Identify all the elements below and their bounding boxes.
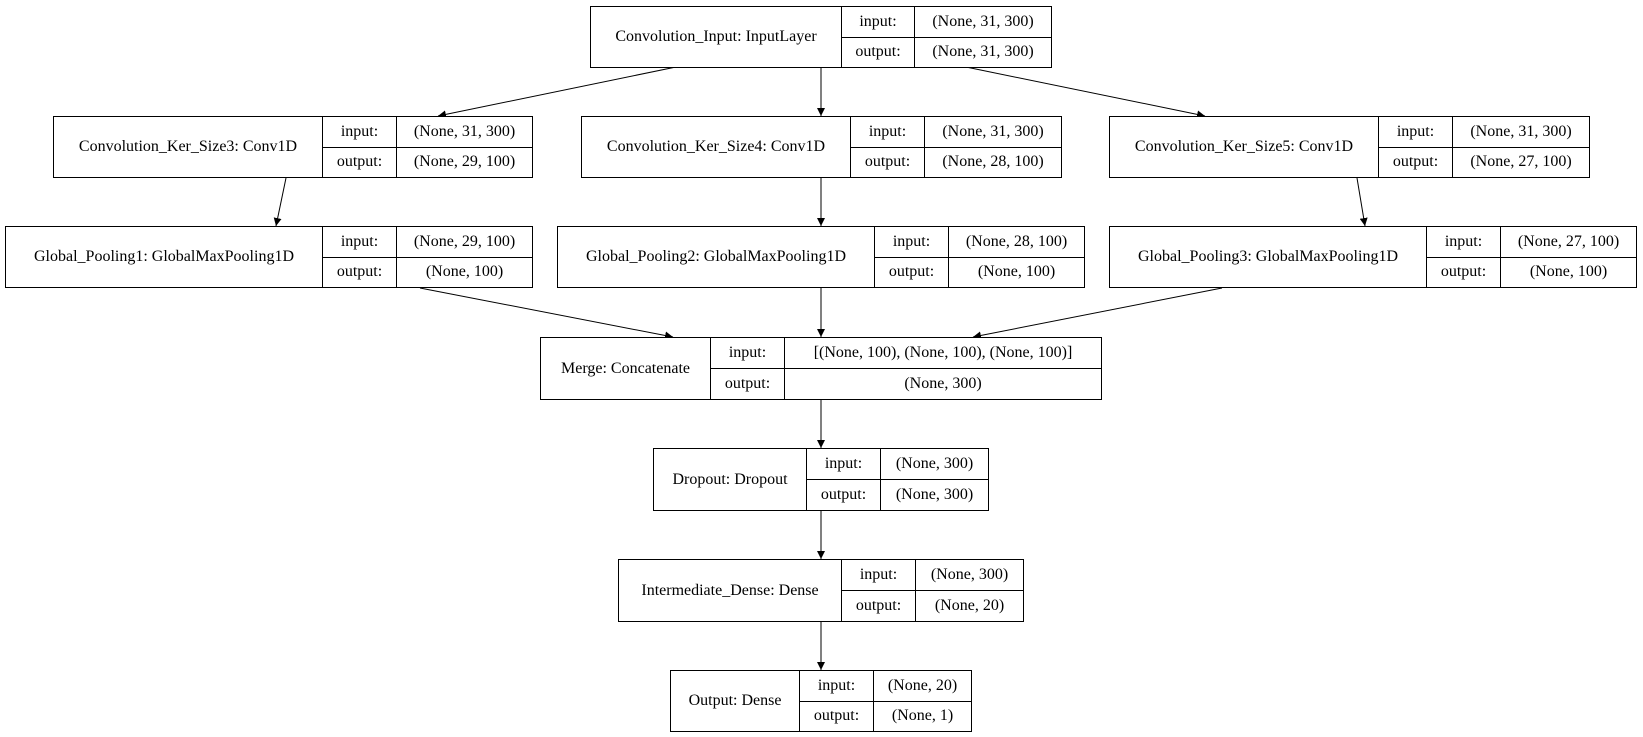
node-name: Convolution_Ker_Size4: Conv1D [582,117,851,177]
node-conv-ker-size4: Convolution_Ker_Size4: Conv1D input: outp… [581,116,1062,178]
input-shape: (None, 20) [874,671,971,702]
node-name: Global_Pooling1: GlobalMaxPooling1D [6,227,323,287]
node-conv-ker-size5: Convolution_Ker_Size5: Conv1D input: outp… [1109,116,1590,178]
node-name: Global_Pooling2: GlobalMaxPooling1D [558,227,875,287]
input-label: input: [851,117,924,148]
output-label: output: [855,43,901,61]
input-shape: (None, 300) [916,560,1023,591]
output-shape: (None, 29, 100) [413,153,516,171]
input-label: input: [842,7,914,38]
node-name: Merge: Concatenate [541,338,711,399]
node-dropout: Dropout: Dropout input: output: (None, 30… [653,448,989,511]
output-shape: (None, 100) [425,263,504,281]
input-shape: (None, 31, 300) [925,117,1061,148]
output-shape: (None, 1) [891,707,954,725]
input-shape: (None, 31, 300) [1453,117,1589,148]
input-shape: (None, 31, 300) [397,117,532,148]
input-label: input: [807,449,880,480]
input-label: input: [711,338,784,369]
output-label: output: [336,153,383,171]
node-name: Global_Pooling3: GlobalMaxPooling1D [1110,227,1427,287]
node-global-pooling2: Global_Pooling2: GlobalMaxPooling1D inpu… [557,226,1085,288]
node-output-dense: Output: Dense input: output: (None, 20) (N… [670,670,972,732]
output-shape: (None, 300) [904,375,982,392]
node-global-pooling3: Global_Pooling3: GlobalMaxPooling1D inpu… [1109,226,1637,288]
input-label: input: [875,227,948,258]
input-shape: [(None, 100), (None, 100), (None, 100)] [785,338,1101,369]
input-label: input: [323,117,396,148]
input-label: input: [1427,227,1500,258]
output-label: output: [888,263,935,281]
node-conv-ker-size3: Convolution_Ker_Size3: Conv1D input: outp… [53,116,533,178]
node-merge-concatenate: Merge: Concatenate input: output: [(None,… [540,337,1102,400]
node-name: Intermediate_Dense: Dense [619,560,842,621]
edge-conv5-to-pool3 [1356,177,1368,227]
edge-input-to-conv5 [965,66,1206,119]
node-name: Dropout: Dropout [654,449,807,510]
output-label: output: [724,375,771,392]
edge-pool1-to-merge [419,287,674,340]
input-shape: (None, 27, 100) [1501,227,1636,258]
input-label: input: [1379,117,1452,148]
output-shape: (None, 100) [1529,263,1608,281]
output-label: output: [1392,153,1439,171]
output-shape: (None, 100) [977,263,1056,281]
output-label: output: [820,486,867,503]
edge-conv3-to-pool1 [273,177,287,227]
node-name: Output: Dense [671,671,800,731]
input-shape: (None, 300) [881,449,988,480]
output-label: output: [336,263,383,281]
output-label: output: [855,597,902,614]
input-shape: (None, 28, 100) [949,227,1084,258]
output-label: output: [1440,263,1487,281]
input-shape: (None, 29, 100) [397,227,532,258]
output-shape: (None, 20) [934,597,1005,614]
output-shape: (None, 27, 100) [1470,153,1572,171]
output-label: output: [864,153,911,171]
input-label: input: [842,560,915,591]
output-shape: (None, 300) [895,486,974,503]
node-intermediate-dense: Intermediate_Dense: Dense input:output: … [618,559,1024,622]
node-name: Convolution_Input: InputLayer [591,7,842,67]
edge-pool3-to-merge [972,287,1223,340]
output-label: output: [813,707,860,725]
node-name: Convolution_Ker_Size3: Conv1D [54,117,323,177]
node-name: Convolution_Ker_Size5: Conv1D [1110,117,1379,177]
output-shape: (None, 28, 100) [942,153,1044,171]
input-shape: (None, 31, 300) [915,7,1051,38]
edge-input-to-conv3 [437,66,677,119]
node-global-pooling1: Global_Pooling1: GlobalMaxPooling1D inpu… [5,226,533,288]
node-convolution-input: Convolution_Input: InputLayer input: outp… [590,6,1052,68]
input-label: input: [800,671,873,702]
input-label: input: [323,227,396,258]
output-shape: (None, 31, 300) [932,43,1034,61]
